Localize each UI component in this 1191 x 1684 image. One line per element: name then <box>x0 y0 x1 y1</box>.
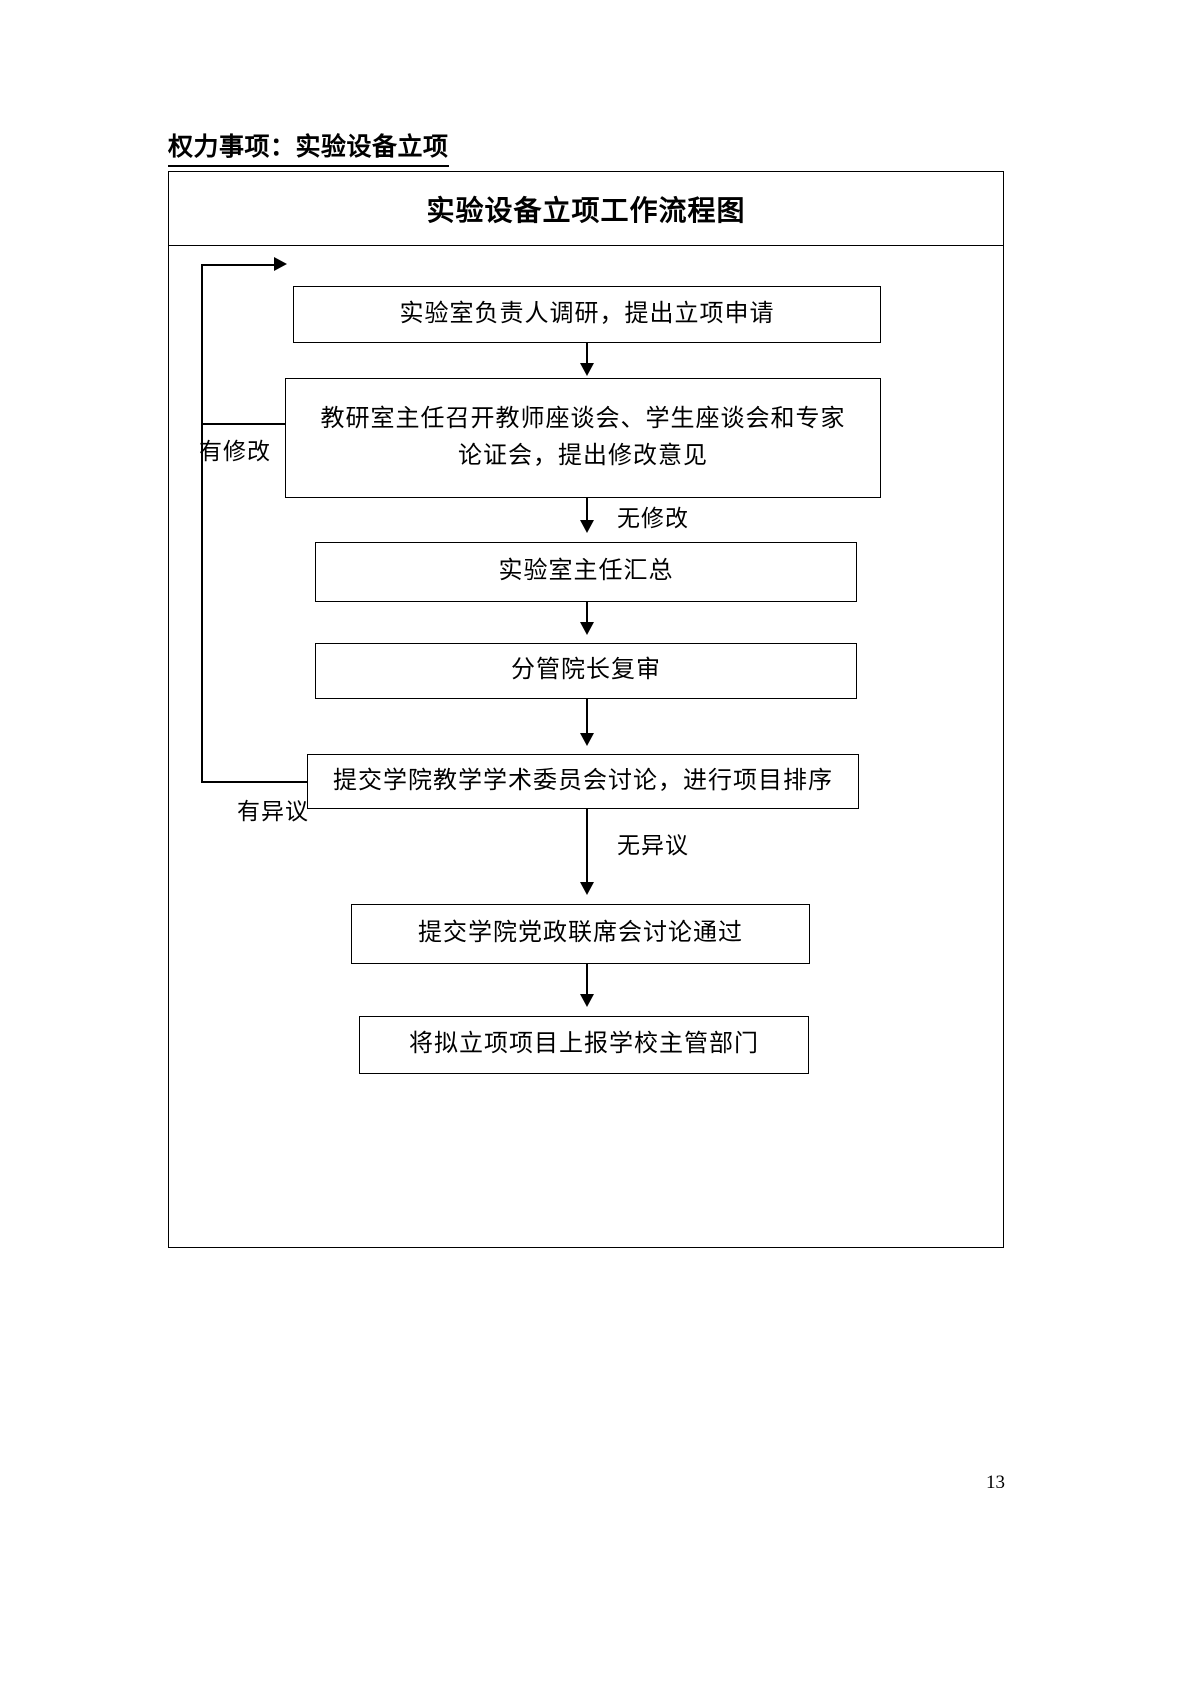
connector-6-7 <box>586 964 588 996</box>
process-box-line: 教研室主任召开教师座谈会、学生座谈会和专家 <box>320 405 846 432</box>
process-box-line: 实验室负责人调研，提出立项申请 <box>399 300 775 327</box>
process-box-dean-review[interactable]: 分管院长复审 <box>315 643 857 699</box>
process-box-line: 论证会，提出修改意见 <box>458 443 708 469</box>
flowchart-canvas: 实验室负责人调研，提出立项申请 教研室主任召开教师座谈会、学生座谈会和专家 论证… <box>169 246 1003 1247</box>
process-box-discussion[interactable]: 教研室主任召开教师座谈会、学生座谈会和专家 论证会，提出修改意见 <box>285 378 881 498</box>
edge-label-no-revision: 无修改 <box>617 506 689 531</box>
process-box-line: 分管院长复审 <box>511 657 661 684</box>
connector-3-4 <box>586 602 588 624</box>
process-box-line: 实验室主任汇总 <box>498 558 674 585</box>
edge-label-no-objection: 无异议 <box>617 833 689 858</box>
edge-label-has-objection: 有异议 <box>237 799 309 824</box>
feedback-return-rail <box>201 264 203 783</box>
arrowhead-icon <box>580 733 594 746</box>
process-box-line: 提交学院教学学术委员会讨论，进行项目排序 <box>333 767 833 794</box>
process-box-report[interactable]: 将拟立项项目上报学校主管部门 <box>359 1016 809 1074</box>
feedback-return-arrowhead <box>274 257 287 271</box>
connector-4-5 <box>586 699 588 735</box>
feedback-return-top <box>201 264 279 266</box>
process-box-application[interactable]: 实验室负责人调研，提出立项申请 <box>293 286 881 343</box>
flowchart-frame: 实验设备立项工作流程图 实验室负责人调研，提出立项申请 教研室主任召开教师座谈会… <box>168 171 1004 1248</box>
flowchart-title: 实验设备立项工作流程图 <box>169 172 1003 246</box>
arrowhead-icon <box>580 520 594 533</box>
arrowhead-icon <box>580 994 594 1007</box>
connector-1-2 <box>586 343 588 365</box>
connector-5-6 <box>586 809 588 884</box>
process-box-joint-meeting[interactable]: 提交学院党政联席会讨论通过 <box>351 904 810 964</box>
edge-label-has-revision: 有修改 <box>199 439 271 464</box>
page-number: 13 <box>986 1472 1005 1493</box>
process-box-line: 提交学院党政联席会讨论通过 <box>418 920 743 947</box>
process-box-summary[interactable]: 实验室主任汇总 <box>315 542 857 602</box>
process-box-committee[interactable]: 提交学院教学学术委员会讨论，进行项目排序 <box>307 754 859 809</box>
page-header-label: 权力事项：实验设备立项 <box>168 132 449 167</box>
process-box-line: 将拟立项项目上报学校主管部门 <box>409 1031 759 1058</box>
connector-2-3 <box>586 498 588 522</box>
feedback-objection-horizontal <box>201 781 307 783</box>
feedback-revision-horizontal <box>201 423 285 425</box>
arrowhead-icon <box>580 882 594 895</box>
arrowhead-icon <box>580 363 594 376</box>
arrowhead-icon <box>580 622 594 635</box>
